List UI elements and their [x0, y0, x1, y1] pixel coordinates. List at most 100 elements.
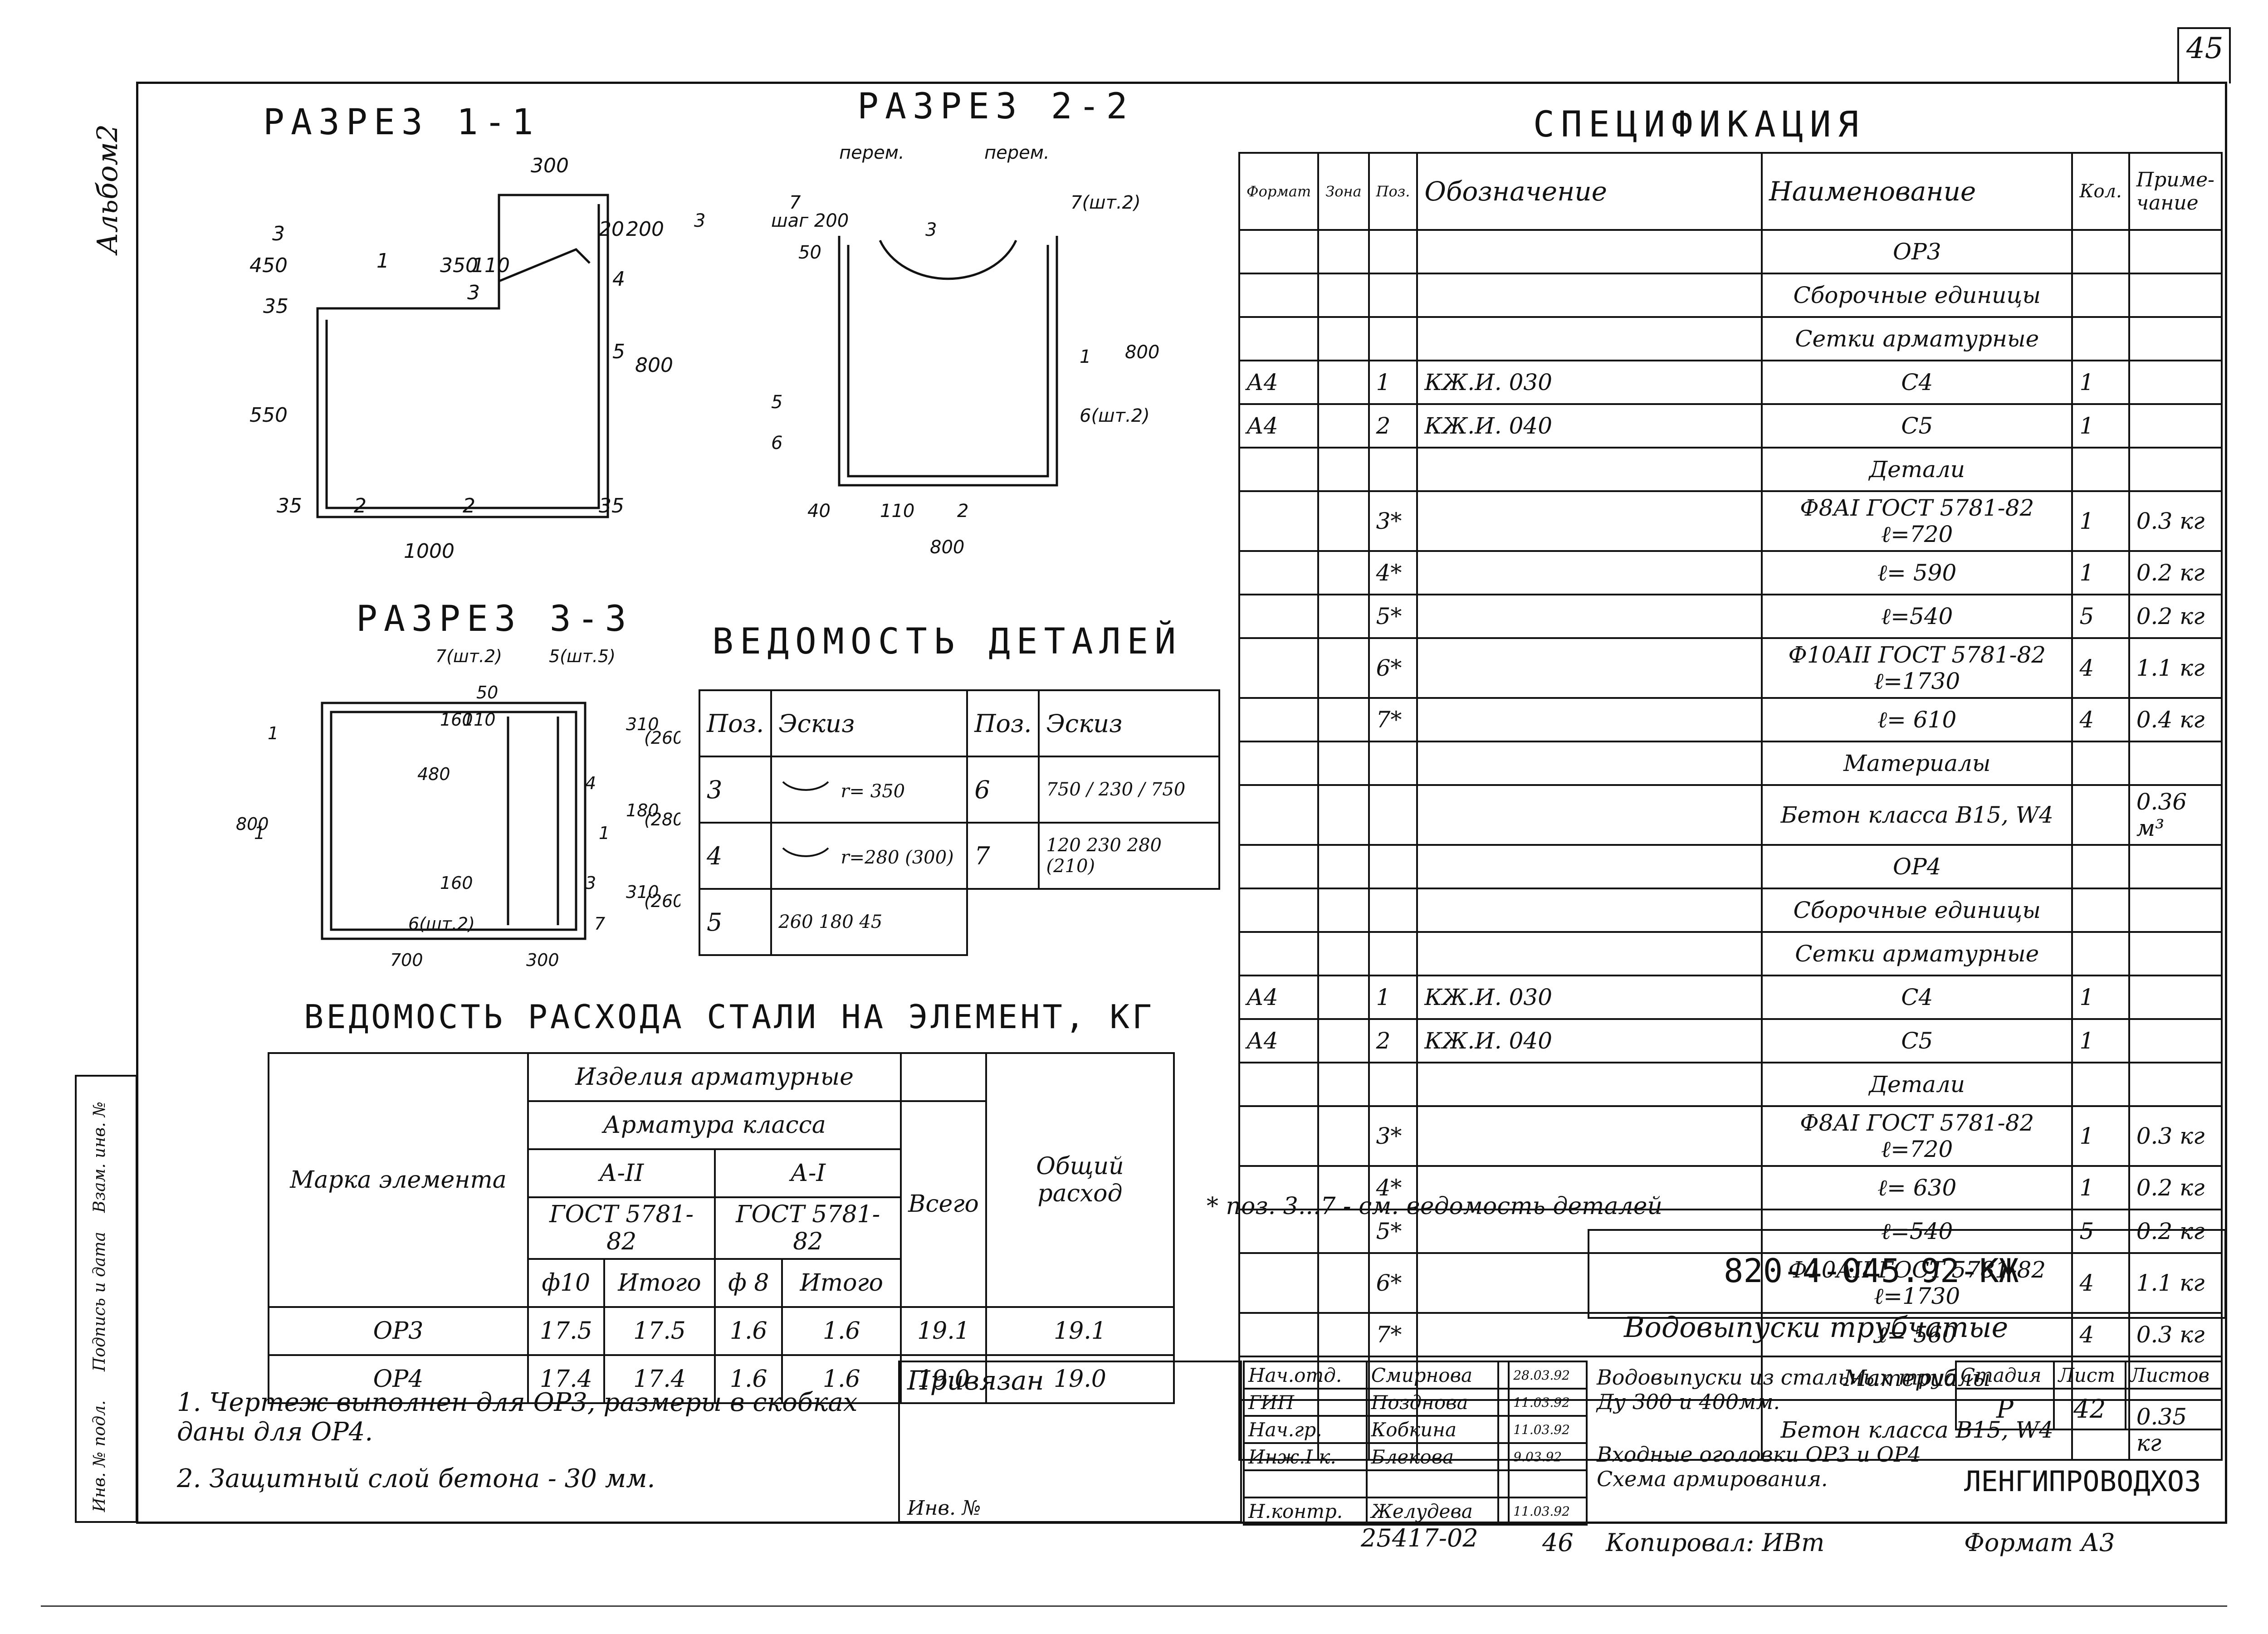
spec-cell: [1368, 1062, 1418, 1107]
stamp-privyazan: Привязан: [907, 1365, 1044, 1396]
spec-cell: [2128, 741, 2223, 786]
dim-s11: 1000: [404, 540, 455, 563]
dim-s33: 160: [440, 710, 473, 730]
spec-cell: [1416, 229, 1763, 274]
spec-cell: [1317, 1018, 1370, 1063]
spec-cell: 0.3 кг: [2128, 1105, 2223, 1167]
stamp-person-sign: [1497, 1442, 1510, 1471]
spec-cell: 1: [2071, 550, 2130, 595]
spec-cell: [1317, 316, 1370, 361]
spec-cell: 5: [2071, 594, 2130, 639]
stamp-bottom-num: 25417-02: [1361, 1524, 1478, 1552]
spec-cell: [2071, 844, 2130, 889]
dim-s33: 310: [626, 714, 659, 734]
dim-s33: 800: [236, 814, 269, 834]
spec-cell: Ф10АII ГОСТ 5781-82 ℓ=1730: [1760, 637, 2073, 699]
steel-row: ОР4 17.4 17.4 1.6 1.6 19.0 19.0: [268, 1354, 1175, 1404]
steel-h-mark: Марка элемента: [268, 1052, 529, 1308]
spec-cell: [2071, 741, 2130, 786]
stamp-bottom-46: 46: [1542, 1528, 1574, 1557]
spec-cell: [2071, 931, 2130, 976]
steel-cell: 19.0: [900, 1354, 987, 1404]
dim-s11: 20: [599, 218, 624, 241]
spec-cell: [1317, 273, 1370, 318]
spec-cell: [1368, 784, 1418, 846]
spec-cell: [1238, 1105, 1320, 1167]
spec-cell: 1: [2071, 490, 2130, 552]
spec-cell: [1317, 784, 1370, 846]
spec-cell: 1: [2071, 360, 2130, 405]
details-sketch: r= 350: [770, 756, 968, 824]
details-sketch: 120 230 280 (210): [1038, 822, 1220, 890]
spec-cell: [2071, 273, 2130, 318]
spec-cell: [1238, 550, 1320, 595]
spec-cell: А4: [1238, 975, 1320, 1020]
dim-s22: перем.: [984, 142, 1050, 163]
details-sketch: r=280 (300): [770, 822, 968, 890]
spec-cell: Бетон класса В15, W4: [1760, 784, 2073, 846]
details-h-pos: Поз.: [698, 689, 772, 757]
spec-cell: 0.2 кг: [2128, 594, 2223, 639]
dim-s33: 180: [626, 800, 659, 820]
spec-cell: [2128, 273, 2223, 318]
spec-cell: Сборочные единицы: [1760, 273, 2073, 318]
dim-s33: (260): [644, 728, 680, 748]
stamp-person-sign: [1497, 1415, 1510, 1444]
spec-h-designation: Обозначение: [1416, 152, 1763, 231]
spec-cell: [1368, 273, 1418, 318]
spec-cell: [1317, 697, 1370, 742]
stamp-code: 820-4-045.92-КЖ: [1724, 1252, 2019, 1290]
spec-cell: [1238, 697, 1320, 742]
steel-h-d10: ф10: [527, 1258, 605, 1308]
steel-table: Марка элемента Изделия арматурные Общий …: [268, 1052, 1175, 1404]
details-title: ВЕДОМОСТЬ ДЕТАЛЕЙ: [712, 621, 1183, 662]
spec-cell: [1368, 447, 1418, 492]
spec-row: Сетки арматурные: [1238, 316, 2223, 361]
spec-cell: 3*: [1368, 1105, 1418, 1167]
stamp-person-name: Блекова: [1365, 1442, 1499, 1471]
spec-cell: ℓ= 630: [1760, 1165, 2073, 1210]
spec-cell: [1317, 550, 1370, 595]
spec-cell: [1238, 594, 1320, 639]
stamp-h-sheets: Листов: [2124, 1361, 2223, 1390]
spec-cell: [1416, 844, 1763, 889]
stamp-attach-box: [898, 1361, 1242, 1523]
stamp-h-stage: Стадия: [1955, 1361, 2055, 1390]
dim-s11: 550: [249, 404, 288, 427]
page-number: 45: [2186, 32, 2224, 65]
dim-s33: 4: [585, 773, 596, 793]
spec-cell: [1368, 741, 1418, 786]
spec-cell: [1317, 741, 1370, 786]
spec-cell: Детали: [1760, 1062, 2073, 1107]
spec-cell: [2071, 784, 2130, 846]
steel-row: ОР3 17.5 17.5 1.6 1.6 19.1 19.1: [268, 1306, 1175, 1356]
stamp-project: Водовыпуски трубчатые: [1624, 1311, 2009, 1344]
spec-h-note: Приме-чание: [2128, 152, 2223, 231]
dim-s11: 2: [463, 494, 475, 517]
spec-cell: [1416, 1252, 1763, 1314]
spec-cell: [1416, 888, 1763, 933]
spec-cell: 2: [1368, 1018, 1418, 1063]
dim-s11: 3: [467, 281, 480, 304]
spec-cell: [1238, 447, 1320, 492]
dim-s22: 40: [807, 501, 831, 522]
spec-cell: [1416, 637, 1763, 699]
dim-s11: 3: [272, 222, 285, 245]
spec-cell: 1: [2071, 1018, 2130, 1063]
spec-cell: 0.2 кг: [2128, 1209, 2223, 1254]
details-sketch: [1039, 889, 1219, 955]
spec-row: Детали: [1238, 447, 2223, 492]
details-pos: 5: [698, 888, 772, 956]
spec-cell: А4: [1238, 403, 1320, 449]
spec-cell: 4*: [1368, 550, 1418, 595]
spec-cell: А4: [1238, 1018, 1320, 1063]
spec-cell: [1238, 1312, 1320, 1357]
steel-cell: 1.6: [781, 1306, 902, 1356]
spec-cell: 3*: [1368, 490, 1418, 552]
dim-s22: 110: [880, 501, 914, 522]
